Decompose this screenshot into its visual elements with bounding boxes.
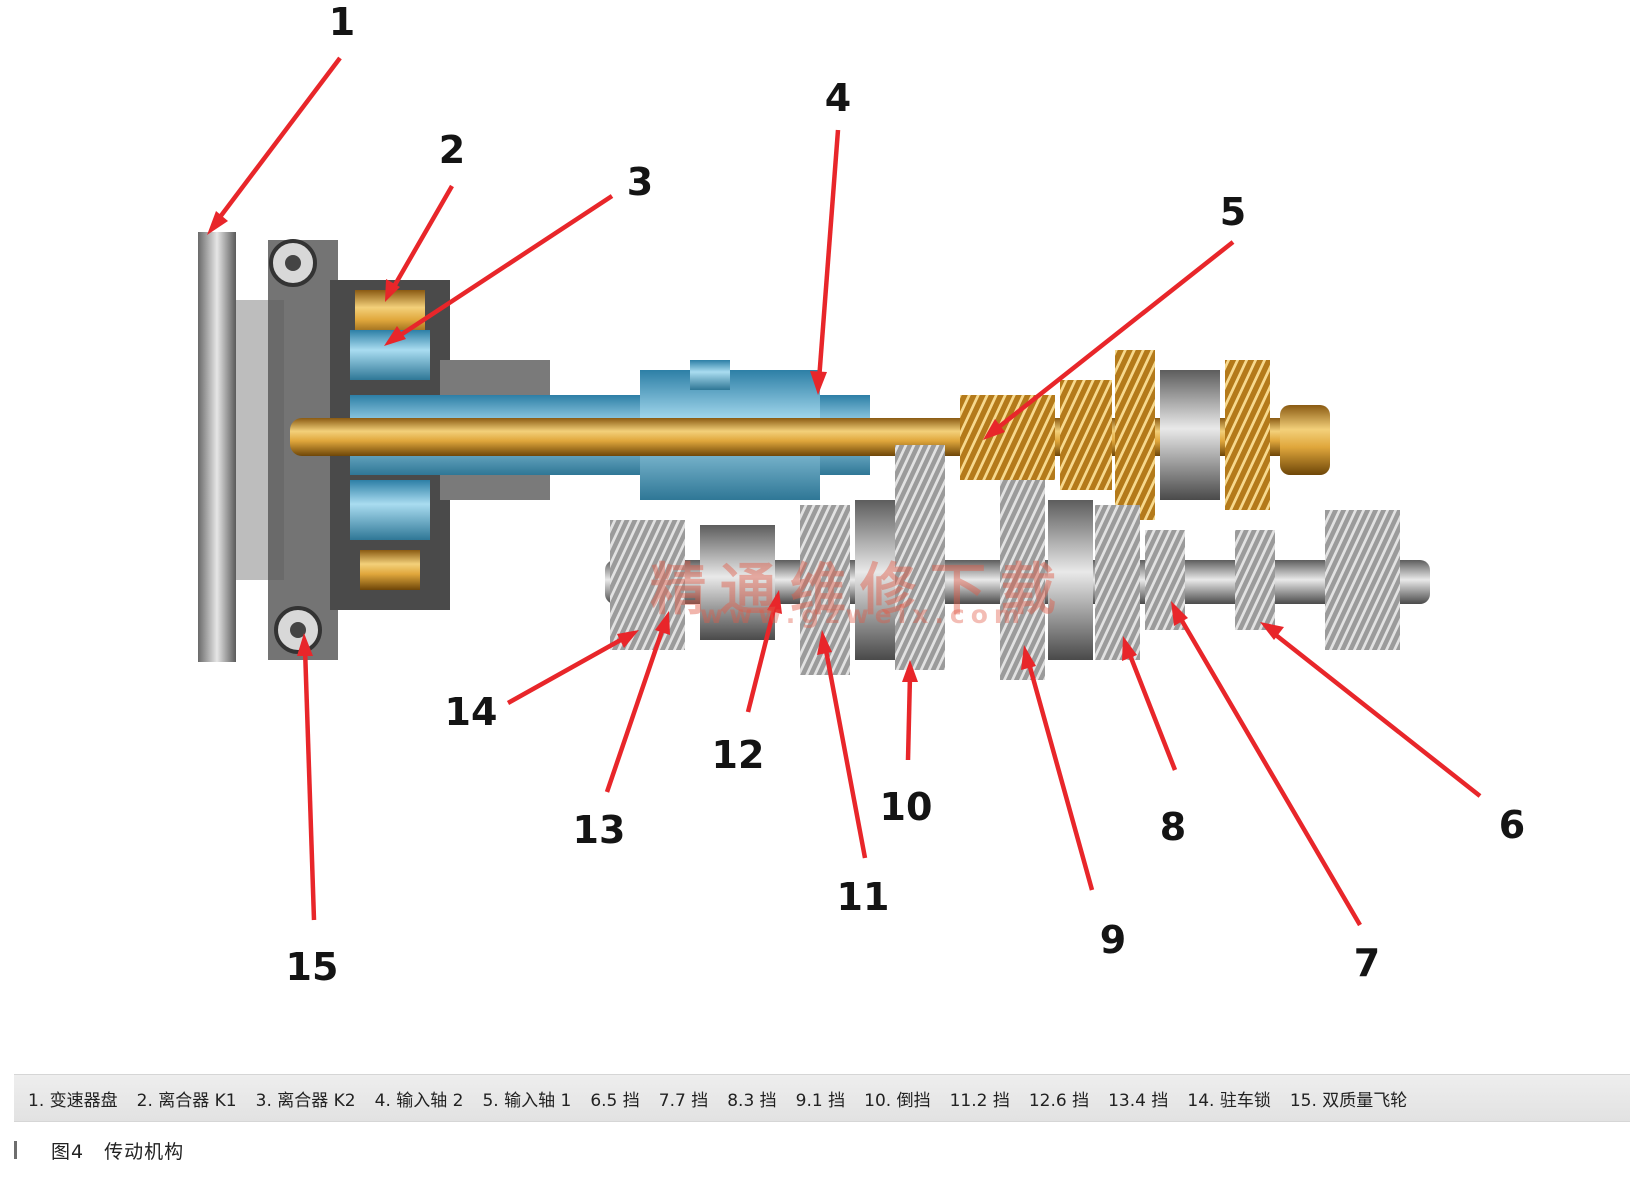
callout-10: 10 (879, 785, 933, 829)
legend-item: 13.4 挡 (1108, 1090, 1169, 1111)
legend-item: 7.7 挡 (658, 1090, 709, 1111)
callout-1: 1 (328, 0, 356, 44)
callout-4: 4 (824, 76, 852, 120)
callout-12: 12 (711, 733, 765, 777)
dual-clutch (330, 280, 550, 610)
arrow-9 (1025, 659, 1095, 891)
callout-2: 2 (438, 128, 466, 172)
callout-arrows (207, 56, 1482, 927)
callout-11: 11 (836, 875, 890, 919)
legend-item: 10. 倒挡 (864, 1090, 931, 1111)
arrow-2 (390, 184, 454, 292)
watermark-text: 精通维修下载 (650, 557, 1070, 623)
arrow-10-head (902, 660, 918, 682)
figure-caption: 图4 传动机构 (14, 1134, 184, 1166)
arrow-6 (1270, 630, 1482, 798)
callout-3: 3 (626, 160, 654, 204)
arrow-7 (1176, 612, 1362, 927)
legend-item: 15. 双质量飞轮 (1289, 1090, 1408, 1111)
callout-13: 13 (572, 808, 626, 852)
legend-item: 1. 变速器盘 (28, 1090, 118, 1111)
arrow-3-head (384, 326, 406, 346)
arrow-15-head (297, 633, 313, 656)
arrow-3 (394, 194, 614, 340)
callout-5: 5 (1219, 190, 1247, 234)
legend-item: 9.1 挡 (795, 1090, 846, 1111)
callout-9: 9 (1099, 918, 1127, 962)
caption-marker (14, 1141, 17, 1159)
arrow-4 (816, 129, 841, 381)
legend-bar: 1. 变速器盘 2. 离合器 K1 3. 离合器 K2 4. 输入轴 2 5. … (14, 1074, 1630, 1122)
output-shaft (605, 445, 1430, 680)
callout-15: 15 (285, 945, 339, 989)
input-shaft-1 (290, 350, 1330, 520)
arrow-14 (506, 635, 628, 705)
arrow-12-head (767, 590, 782, 614)
arrow-5 (993, 240, 1235, 432)
arrow-12 (745, 604, 778, 713)
arrow-8 (1125, 649, 1178, 771)
arrow-14-head (617, 630, 639, 648)
arrow-9-head (1021, 645, 1036, 670)
arrow-6-head (1260, 622, 1284, 640)
arrow-7-head (1171, 601, 1188, 626)
legend-item: 12.6 挡 (1028, 1090, 1090, 1111)
arrow-4-head (810, 371, 827, 395)
legend-item: 2. 离合器 K1 (136, 1090, 237, 1111)
arrow-8-head (1122, 636, 1137, 661)
legend-item: 11.2 挡 (949, 1090, 1010, 1111)
arrow-5-head (983, 419, 1005, 440)
arrow-11 (822, 644, 868, 859)
arrow-1-head (207, 211, 228, 235)
legend-item: 8.3 挡 (727, 1090, 777, 1111)
legend-item: 5. 输入轴 1 (482, 1090, 572, 1111)
legend-item: 14. 驻车锁 (1187, 1090, 1271, 1111)
arrow-15 (302, 647, 317, 921)
legend-item: 3. 离合器 K2 (255, 1090, 356, 1111)
callout-7: 7 (1353, 941, 1381, 985)
legend-list: 1. 变速器盘 2. 离合器 K1 3. 离合器 K2 4. 输入轴 2 5. … (28, 1083, 1426, 1113)
callout-6: 6 (1498, 803, 1526, 847)
caption-text: 图4 传动机构 (51, 1140, 185, 1163)
legend-item: 6.5 挡 (590, 1090, 640, 1111)
legend-item: 4. 输入轴 2 (374, 1090, 464, 1111)
watermark-url: www.gzweix.com (700, 600, 1026, 629)
arrow-11-head (817, 630, 832, 655)
callout-8: 8 (1159, 805, 1187, 849)
callout-14: 14 (444, 690, 498, 734)
arrow-13-head (655, 611, 670, 635)
arrow-1 (212, 56, 342, 227)
arrow-13 (604, 624, 667, 793)
arrow-10 (905, 674, 913, 761)
arrow-2-head (385, 279, 400, 302)
